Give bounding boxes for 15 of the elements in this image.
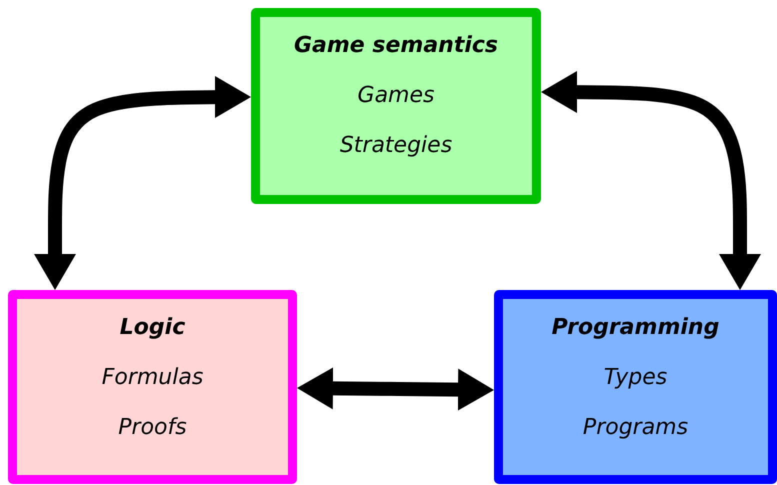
double-arrow: [296, 367, 494, 411]
double-arrow: [34, 76, 251, 290]
box-item: Proofs: [118, 416, 187, 440]
box-heading: Logic: [120, 316, 186, 340]
concept-box: [494, 290, 777, 484]
box-heading: Programming: [552, 316, 720, 340]
double-arrow: [541, 71, 761, 290]
box-item: Formulas: [102, 366, 204, 390]
box-item: Types: [604, 366, 668, 390]
box-heading: Game semantics: [294, 34, 498, 58]
concept-box: [8, 290, 297, 484]
box-item: Games: [358, 84, 434, 108]
concept-box: [251, 8, 541, 204]
box-item: Strategies: [340, 134, 452, 158]
box-item: Programs: [582, 416, 688, 440]
